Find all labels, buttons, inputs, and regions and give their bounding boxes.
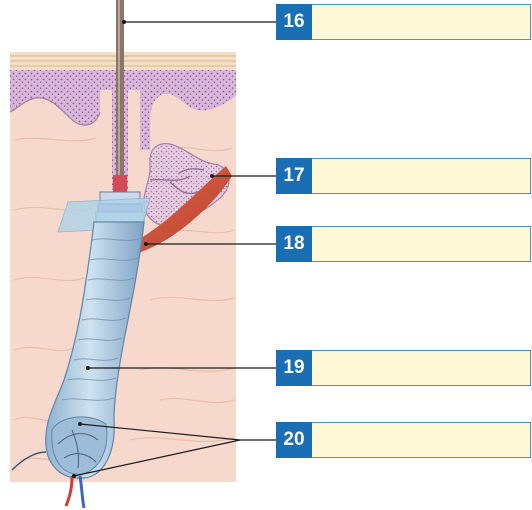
label-number-badge: 20 bbox=[276, 422, 312, 458]
answer-field-19[interactable] bbox=[312, 350, 531, 386]
label-row-18: 18 bbox=[276, 226, 532, 262]
label-row-16: 16 bbox=[276, 4, 532, 40]
label-row-20: 20 bbox=[276, 422, 532, 458]
label-row-19: 19 bbox=[276, 350, 532, 386]
label-row-17: 17 bbox=[276, 158, 532, 194]
answer-field-16[interactable] bbox=[312, 4, 531, 40]
answer-field-17[interactable] bbox=[312, 158, 531, 194]
label-number-badge: 17 bbox=[276, 158, 312, 194]
label-number-badge: 18 bbox=[276, 226, 312, 262]
label-number-badge: 16 bbox=[276, 4, 312, 40]
answer-field-18[interactable] bbox=[312, 226, 531, 262]
answer-field-20[interactable] bbox=[312, 422, 531, 458]
label-number-badge: 19 bbox=[276, 350, 312, 386]
